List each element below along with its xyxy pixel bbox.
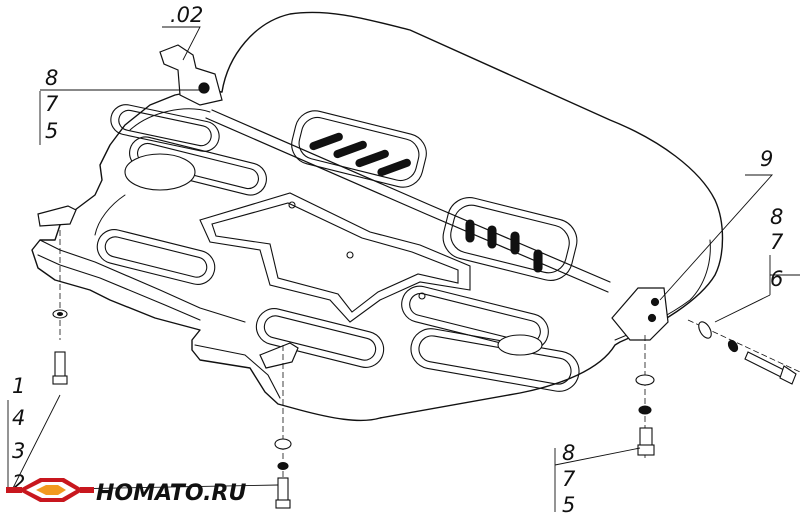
bracket-front (259, 342, 299, 369)
fastener-front (274, 345, 292, 509)
vent-slots-top (309, 132, 411, 177)
vent-panel-top (291, 110, 427, 188)
svg-text:3: 3 (12, 439, 25, 463)
vent-slots-right (465, 219, 543, 273)
washer (274, 438, 292, 450)
callout-left-bolt: 1 4 3 2 (12, 374, 25, 495)
svg-text:8: 8 (562, 441, 575, 465)
plate-ribs (96, 104, 580, 392)
brand-name: HOMATO.RU (96, 481, 246, 506)
svg-text:9: 9 (760, 147, 773, 171)
vent-panel-right (442, 197, 578, 281)
svg-text:8: 8 (45, 66, 58, 90)
svg-text:4: 4 (12, 406, 25, 430)
callout-right-bolt: 8 7 6 (770, 205, 784, 291)
bracket-right (611, 287, 669, 341)
callout-bottom-right: 8 7 5 (562, 441, 576, 517)
nut (727, 339, 739, 353)
washer (698, 321, 712, 339)
callout-top-left: 8 7 5 (45, 66, 59, 143)
leader-lines (7, 26, 800, 512)
bracket-top (159, 44, 223, 106)
bracket-left (37, 205, 77, 227)
svg-text:8: 8 (770, 205, 783, 229)
nut (638, 405, 652, 415)
svg-text:7: 7 (562, 467, 576, 491)
brand-logo: HOMATO.RU (6, 478, 246, 506)
svg-text:7: 7 (770, 230, 784, 254)
svg-text:5: 5 (45, 119, 58, 143)
fastener-side-bolt (687, 319, 800, 385)
nut (277, 461, 289, 471)
washer (635, 374, 655, 386)
svg-text:.02: .02 (170, 3, 203, 27)
svg-text:1: 1 (12, 374, 25, 398)
fastener-left (52, 230, 68, 385)
svg-text:7: 7 (45, 92, 59, 116)
svg-text:5: 5 (562, 493, 575, 517)
skid-plate (31, 11, 724, 422)
svg-text:6: 6 (770, 267, 783, 291)
callout-part-code: .02 (170, 3, 203, 27)
fastener-right (635, 335, 655, 460)
callout-right-bracket: 9 (760, 147, 773, 171)
logo-emblem-icon (6, 478, 94, 502)
